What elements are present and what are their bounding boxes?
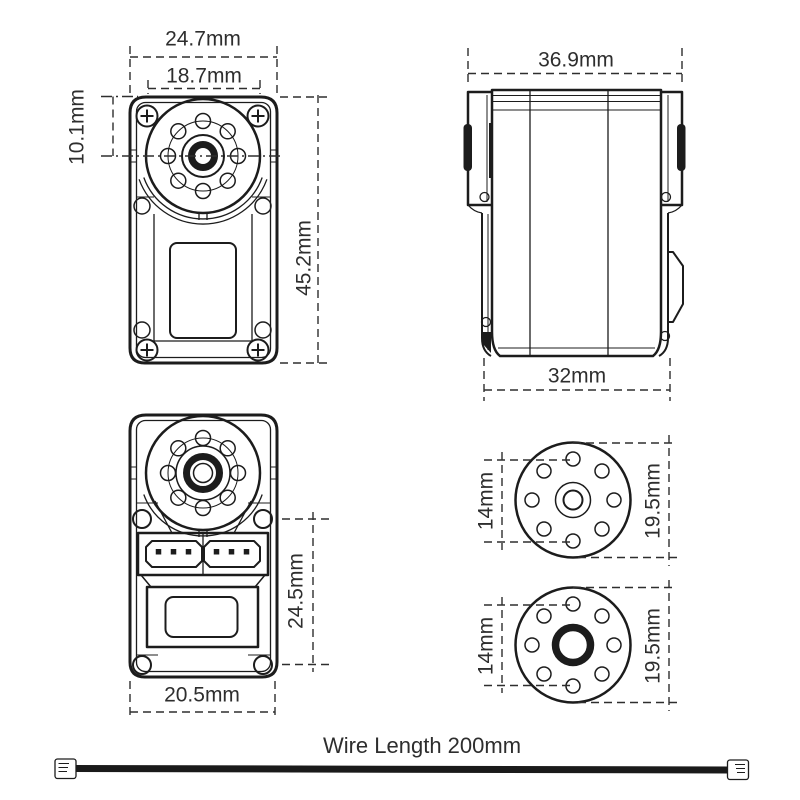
disc-top-outline — [514, 441, 632, 559]
dim-label-disc-top-diameter: 19.5mm — [641, 463, 665, 539]
disc-bottom-ring — [551, 623, 595, 667]
front-screw-bottom-right — [246, 338, 270, 362]
dim-label-back-hole-pitch: 24.5mm — [284, 553, 308, 629]
back-body-outline — [128, 413, 279, 679]
back-horn-holes — [159, 429, 247, 517]
side-right-rubber — [677, 124, 686, 171]
front-view — [128, 95, 279, 365]
back-view — [128, 413, 279, 679]
disc-bottom-outline — [514, 586, 632, 704]
side-body-outline — [490, 88, 663, 358]
dim-label-front-width-outer: 24.7mm — [165, 27, 241, 51]
wire-connector-right — [726, 759, 750, 781]
wire-assembly — [54, 758, 750, 781]
dim-label-side-width-top: 36.9mm — [538, 48, 614, 72]
front-body-outline — [128, 95, 279, 365]
front-body-inner — [135, 101, 272, 359]
front-screw-top-right — [246, 104, 270, 128]
dim-label-side-width-bottom: 32mm — [547, 364, 607, 388]
side-bottom-wedge — [482, 332, 491, 353]
dim-label-disc-bottom-bolt-circle: 14mm — [474, 616, 498, 676]
horn-disc-bottom — [514, 586, 632, 704]
dim-label-back-width-bottom: 20.5mm — [164, 683, 240, 707]
back-connector-pins — [155, 549, 250, 555]
dim-label-front-height: 45.2mm — [292, 220, 316, 296]
dim-label-disc-bottom-diameter: 19.5mm — [641, 608, 665, 684]
side-connector-bump — [668, 251, 684, 323]
disc-top-holes — [524, 451, 622, 549]
back-socket-1 — [145, 540, 203, 568]
dim-label-front-width-inner: 18.7mm — [166, 64, 242, 88]
dimension-annotations — [101, 46, 683, 719]
back-body-inner — [135, 419, 272, 673]
side-view — [463, 88, 686, 358]
side-left-rubber — [463, 124, 472, 171]
wire-length-label: Wire Length 200mm — [322, 733, 522, 758]
wire-connector-left — [54, 758, 77, 780]
back-horn-bearing — [183, 453, 223, 493]
front-label-window — [169, 242, 237, 339]
horn-disc-top — [514, 441, 632, 559]
back-label-window — [164, 596, 239, 638]
dim-label-disc-top-bolt-circle: 14mm — [474, 471, 498, 531]
back-horn-outer — [144, 414, 262, 532]
front-screw-top-left — [135, 104, 159, 128]
wire-cable — [70, 765, 734, 774]
dim-label-front-top-offset: 10.1mm — [65, 89, 89, 165]
disc-bottom-holes — [524, 596, 622, 694]
front-screw-bottom-left — [135, 338, 159, 362]
back-socket-2 — [203, 540, 261, 568]
